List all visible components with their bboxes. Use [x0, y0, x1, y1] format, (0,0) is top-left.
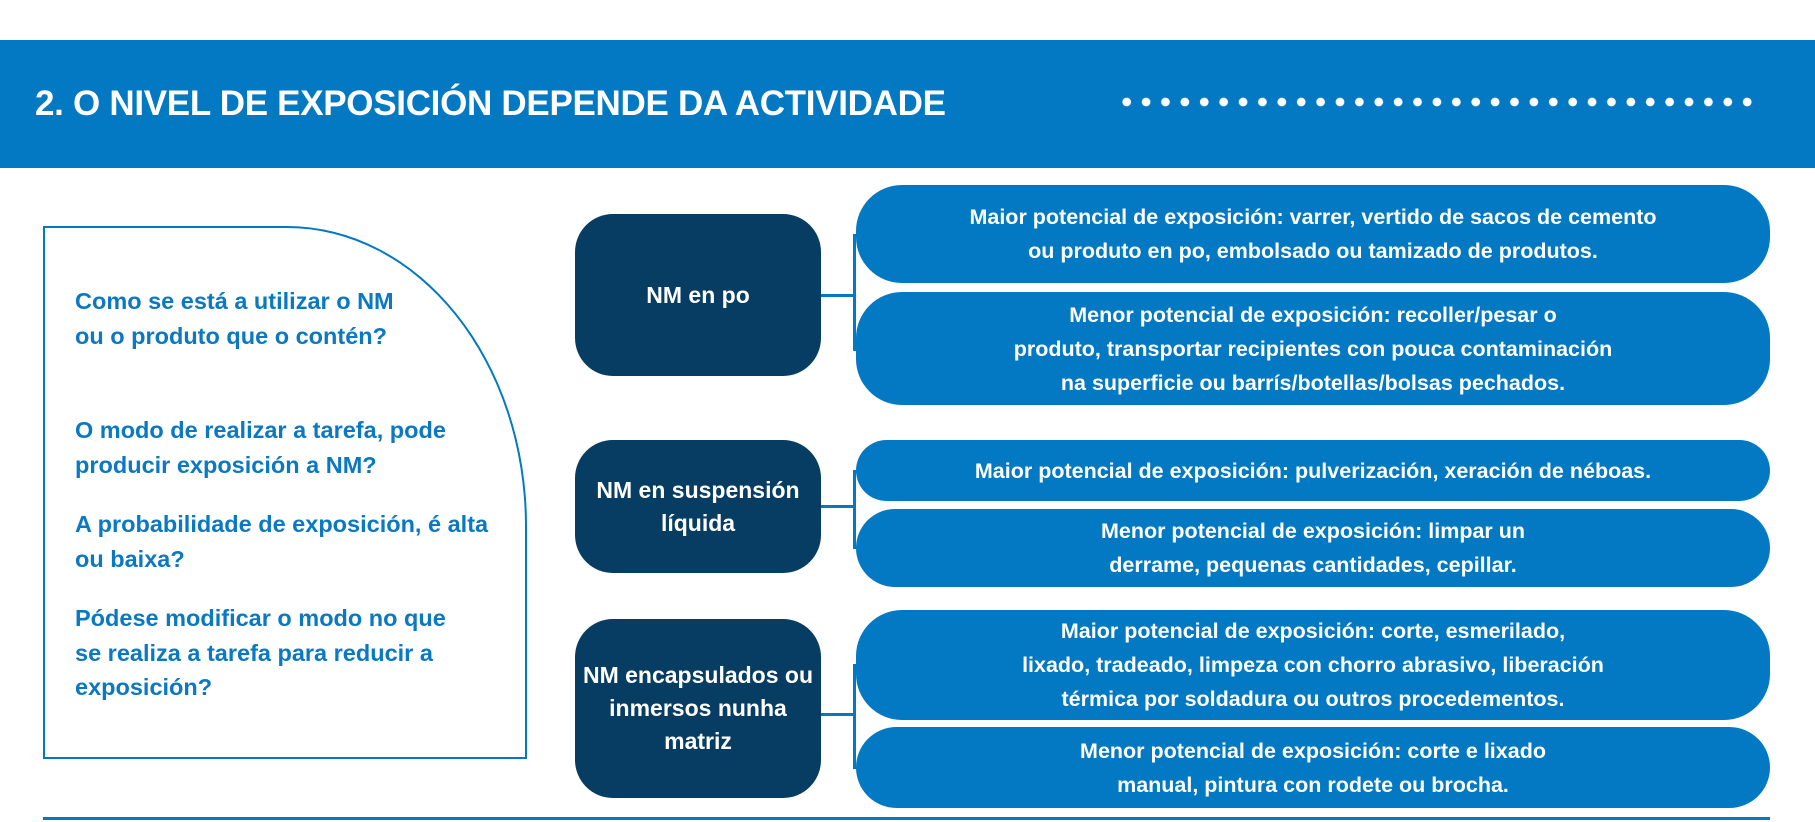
question-2: O modo de realizar a tarefa, pode produc… [75, 417, 446, 478]
low-exposure-encapsulated: Menor potencial de exposición: corte e l… [856, 727, 1770, 808]
section-title: 2. O NIVEL DE EXPOSICIÓN DEPENDE DA ACTI… [35, 84, 946, 123]
dotted-decoration [1117, 95, 1757, 109]
question-4: Pódese modificar o modo no que se realiz… [75, 605, 446, 700]
question-3: A probabilidade de exposición, é alta ou… [75, 511, 489, 572]
category-powder: NM en po [575, 214, 821, 376]
category-liquid-suspension: NM en suspensión líquida [575, 440, 821, 573]
connector [821, 713, 854, 716]
high-exposure-powder: Maior potencial de exposición: varrer, v… [856, 185, 1770, 283]
low-exposure-liquid: Menor potencial de exposición: limpar un… [856, 509, 1770, 587]
connector [853, 234, 856, 350]
high-exposure-encapsulated: Maior potencial de exposición: corte, es… [856, 610, 1770, 720]
connector [853, 664, 856, 768]
section-header: 2. O NIVEL DE EXPOSICIÓN DEPENDE DA ACTI… [0, 40, 1815, 168]
category-encapsulated: NM encapsulados ou inmersos nunha matriz [575, 619, 821, 798]
high-exposure-liquid: Maior potencial de exposición: pulveriza… [856, 440, 1770, 501]
connector [821, 505, 854, 508]
low-exposure-powder: Menor potencial de exposición: recoller/… [856, 292, 1770, 405]
connector [853, 470, 856, 548]
question-1: Como se está a utilizar o NM ou o produt… [75, 288, 394, 349]
connector [821, 294, 854, 297]
bottom-divider [43, 817, 1770, 820]
